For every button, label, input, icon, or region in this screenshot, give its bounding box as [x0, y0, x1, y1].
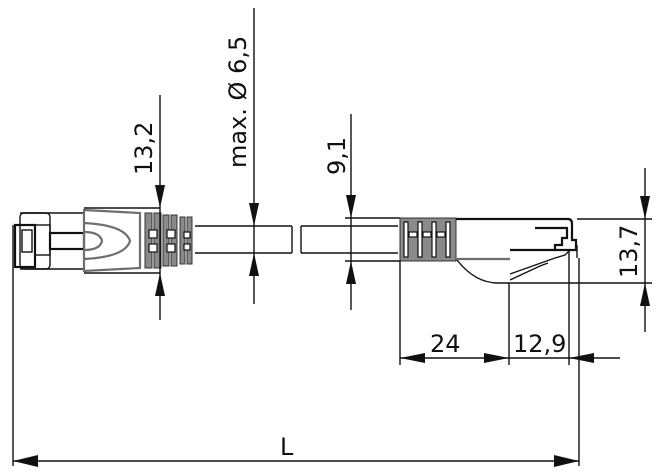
left-connector	[13, 207, 193, 274]
left-strain-relief	[144, 212, 193, 269]
right-boot-curve	[456, 259, 510, 284]
left-plug-window	[21, 229, 33, 253]
left-plug-latch	[48, 231, 86, 251]
dim-label-12-9: 12,9	[513, 330, 566, 358]
dim-cable-diameter: max. Ø 6,5	[224, 8, 259, 304]
right-strain-relief	[399, 217, 457, 262]
dim-lengths-right: 24 12,9	[399, 258, 620, 365]
dim-total-length: L	[12, 225, 580, 467]
dim-label-24: 24	[430, 330, 461, 358]
dim-label-cable-diameter: max. Ø 6,5	[224, 36, 252, 168]
dim-plug-height: 13,7	[510, 168, 652, 332]
right-plug-body	[510, 217, 578, 252]
right-plug-latch	[509, 249, 571, 275]
left-boot-curve	[83, 221, 132, 261]
dim-boot-height-left: 13,2	[130, 95, 165, 320]
cable	[195, 225, 398, 254]
dim-boot-height-right: 9,1	[323, 114, 356, 310]
right-connector	[345, 217, 578, 284]
dim-label-13-7: 13,7	[615, 225, 643, 278]
left-boot-shell	[82, 208, 142, 273]
dim-label-l: L	[280, 433, 294, 461]
left-plug-contact	[34, 224, 51, 256]
dim-label-9-1: 9,1	[323, 137, 351, 175]
dim-label-13-2: 13,2	[130, 122, 158, 175]
